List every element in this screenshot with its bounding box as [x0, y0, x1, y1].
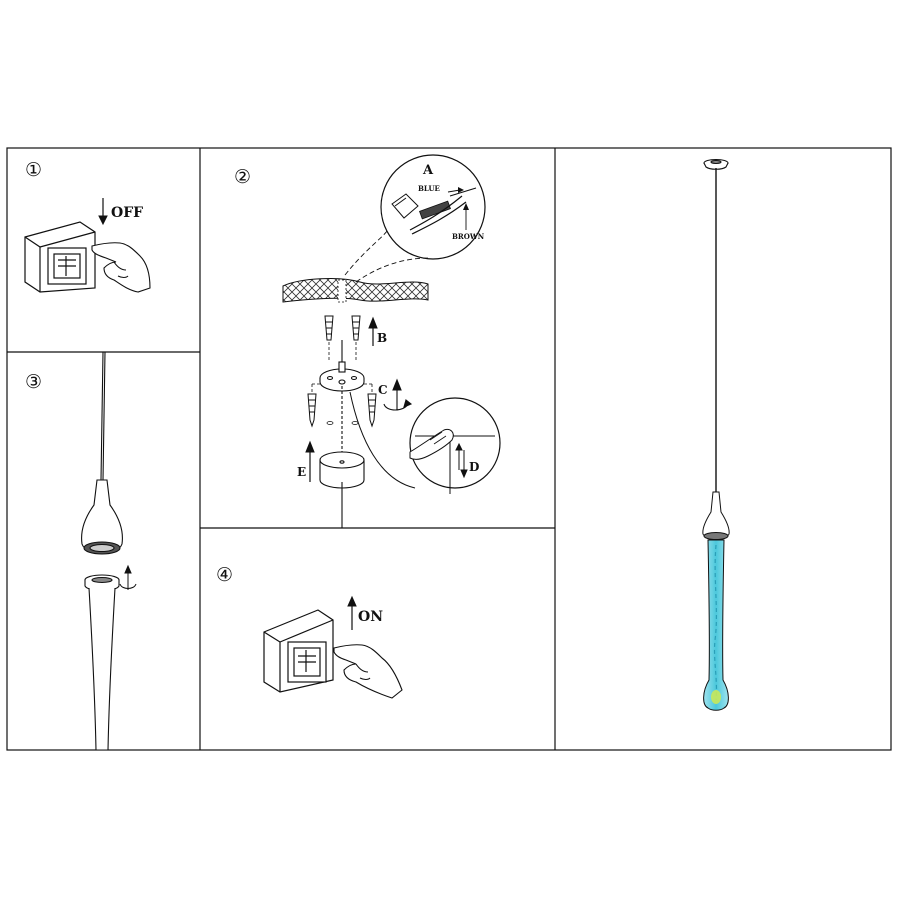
blue-wire-label: BLUE	[418, 184, 440, 193]
step3-panel: ③	[25, 351, 137, 751]
up-arrow-icon	[347, 595, 357, 630]
ceiling-canopy	[703, 158, 729, 170]
lamp-holder	[702, 491, 730, 540]
step1-panel: ① OFF	[24, 159, 151, 293]
washer	[351, 421, 359, 425]
wall-switch-off	[24, 221, 96, 293]
canopy	[319, 386, 365, 528]
screw-icon	[307, 393, 377, 428]
on-label: ON	[358, 609, 383, 625]
step1-number: ①	[25, 159, 42, 181]
brown-wire-label: BROWN	[452, 232, 485, 241]
detail-a-label: A	[422, 163, 434, 178]
ceiling-slab	[282, 278, 429, 303]
arrow-e-label: E	[297, 465, 306, 479]
rotate-arrow-icon	[119, 564, 137, 590]
glass-drop-shade	[703, 539, 729, 711]
hand-icon	[91, 242, 151, 293]
step4-number: ④	[216, 564, 233, 586]
arrow-c-label: C	[378, 383, 388, 397]
off-label: OFF	[111, 205, 143, 221]
step2-panel: ② A BLUE BROWN	[234, 154, 501, 528]
rotate-arrow-c-icon	[383, 378, 413, 411]
washer	[326, 421, 334, 425]
pendant-cord	[100, 351, 106, 481]
wall-anchor-icon	[324, 315, 361, 341]
arrow-b-label: B	[377, 331, 387, 345]
glass-shade	[84, 574, 120, 751]
up-arrow-e-icon	[305, 440, 315, 482]
hand-icon	[333, 644, 403, 699]
step4-panel: ④ ON	[216, 564, 403, 699]
pendant-holder	[81, 479, 123, 555]
down-arrow-icon	[98, 198, 108, 226]
wiring-detail-circle	[344, 154, 486, 283]
mounting-plate	[319, 340, 365, 392]
step3-number: ③	[25, 371, 42, 393]
panel-grid	[6, 147, 892, 751]
wall-switch-on	[263, 609, 334, 693]
step2-number: ②	[234, 166, 251, 188]
hand-detail-circle	[349, 391, 501, 494]
arrow-d-label: D	[469, 460, 479, 474]
up-arrow-b-icon	[368, 316, 378, 346]
finished-pendant-panel	[702, 158, 730, 711]
